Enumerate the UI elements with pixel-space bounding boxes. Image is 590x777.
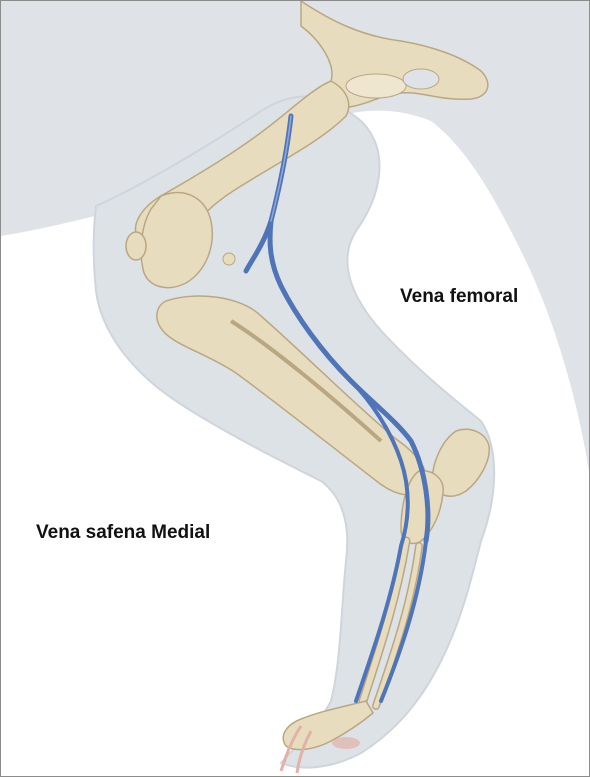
- leg-silhouette: [94, 97, 494, 768]
- vena-safena-medial-label: Vena safena Medial: [36, 522, 210, 544]
- vena-femoral-label: Vena femoral: [400, 286, 518, 308]
